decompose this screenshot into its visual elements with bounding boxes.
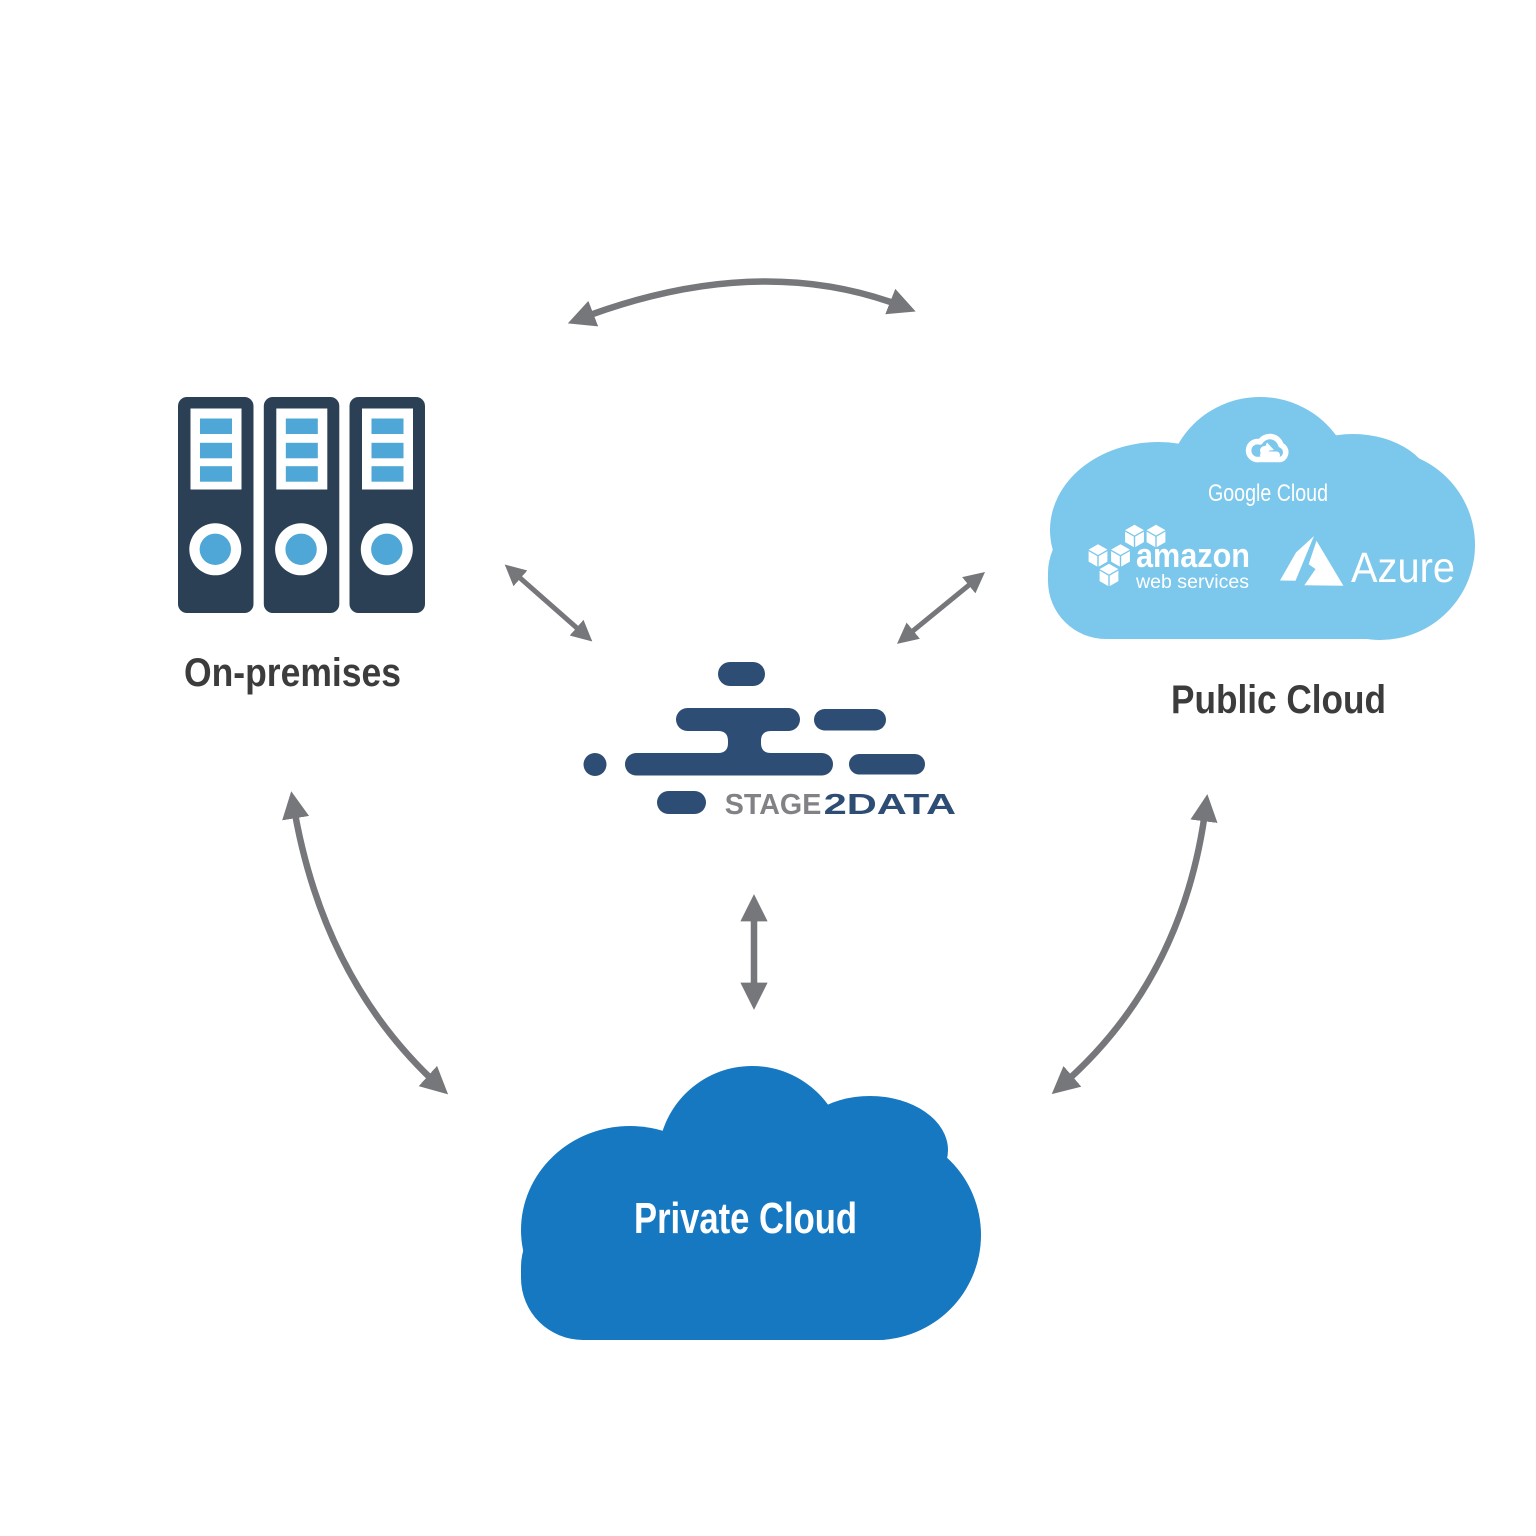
cube-face-right xyxy=(1121,551,1130,567)
cube-face-right xyxy=(1135,531,1144,548)
binder-1 xyxy=(178,397,254,613)
arrow-onpremises-hub xyxy=(504,564,593,642)
private-cloud-label: Private Cloud xyxy=(634,1194,857,1243)
cloud-corner-right xyxy=(771,1130,981,1340)
azure-logo: Azure xyxy=(1280,536,1455,592)
binder-label-bar xyxy=(200,418,232,434)
connection-arrows xyxy=(282,278,1218,1095)
aws-logo: amazon web services xyxy=(1088,524,1250,593)
cube-face-right xyxy=(1109,570,1119,587)
binder-label-bar xyxy=(200,442,232,459)
cube-face-top xyxy=(1111,544,1130,555)
private-cloud-shape xyxy=(521,1066,981,1340)
binder-label-bar xyxy=(371,442,404,459)
on-premises-node: On-premises xyxy=(178,397,425,695)
arrow-onpremises-privatecloud xyxy=(282,791,449,1095)
google-cloud-logo: Google Cloud xyxy=(1208,433,1328,507)
server-binders-icon xyxy=(178,397,425,613)
cube-face-left xyxy=(1111,551,1120,567)
logo-pill-mid-right xyxy=(814,709,886,731)
binder-label-bar xyxy=(371,466,404,482)
binder-3 xyxy=(349,397,425,613)
azure-icon xyxy=(1280,536,1344,586)
binder-label-bar xyxy=(285,466,318,482)
logo-pill-mid-left xyxy=(676,708,800,731)
logo-connector-neck xyxy=(718,731,771,753)
cube-face-top xyxy=(1125,524,1144,536)
binder-2 xyxy=(263,397,340,613)
arrow-publiccloud-privatecloud xyxy=(1051,794,1218,1095)
google-cloud-icon-innerbump xyxy=(1260,446,1269,455)
public-cloud-label: Public Cloud xyxy=(1171,678,1386,722)
arrow-publiccloud-hub xyxy=(896,571,986,644)
stage2data-logo: STAGE 2DATA xyxy=(583,662,957,821)
cube-face-left xyxy=(1088,551,1098,567)
cloud-corner-right xyxy=(1285,450,1475,640)
private-cloud-node: Private Cloud xyxy=(521,1066,981,1340)
binder-label-bar xyxy=(371,418,404,434)
logo-dot xyxy=(583,753,607,776)
binder-ring-inner xyxy=(199,533,231,565)
logo-pill-bottom xyxy=(657,791,706,814)
cube-face-right xyxy=(1156,531,1166,548)
binder-ring-inner xyxy=(371,533,403,565)
azure-icon-sail xyxy=(1280,536,1314,581)
binder-label-bar xyxy=(285,442,318,459)
azure-wordmark: Azure xyxy=(1351,545,1455,592)
logo-pill-low-right xyxy=(849,754,925,775)
aws-subtext: web services xyxy=(1135,571,1249,593)
aws-wordmark: amazon xyxy=(1136,537,1250,575)
stage2data-cloud-icon xyxy=(583,662,925,814)
public-cloud-node: Google Cloud xyxy=(1048,397,1475,722)
azure-icon-triangle xyxy=(1304,540,1344,586)
cube-face-top xyxy=(1146,524,1166,536)
brand-text-stage: STAGE xyxy=(725,789,822,821)
aws-cubes-icon xyxy=(1088,524,1166,587)
binder-label-bar xyxy=(200,466,232,482)
google-cloud-icon xyxy=(1245,433,1289,463)
on-premises-label: On-premises xyxy=(184,651,401,695)
brand-text-2data: 2DATA xyxy=(824,789,957,821)
google-cloud-label: Google Cloud xyxy=(1208,480,1328,507)
cube-face-top xyxy=(1099,563,1119,575)
logo-pill-top xyxy=(718,662,765,686)
cube-face-right xyxy=(1098,551,1108,567)
binder-label-bar xyxy=(285,418,318,434)
logo-pill-long xyxy=(625,753,833,776)
cube-face-top xyxy=(1088,544,1108,555)
arrow-onpremises-publiccloud xyxy=(567,278,916,327)
binder-ring-inner xyxy=(285,533,317,565)
cube-face-left xyxy=(1099,570,1109,587)
public-cloud-shape xyxy=(1048,397,1475,640)
cube-face-left xyxy=(1125,531,1134,548)
cube-face-left xyxy=(1146,531,1156,548)
